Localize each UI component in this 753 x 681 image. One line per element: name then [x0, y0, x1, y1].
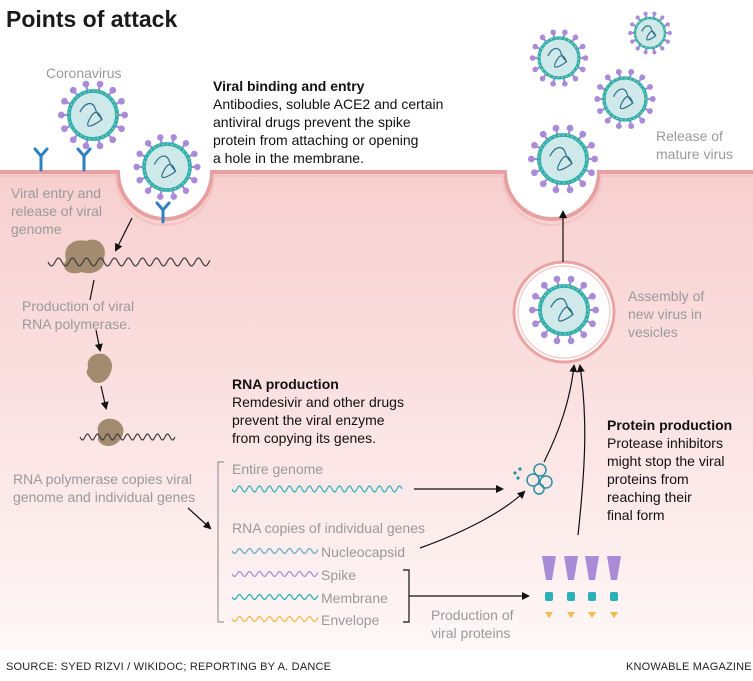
rna-strand: [47, 257, 211, 267]
rna-copies-label: RNA copies of individual genes: [232, 520, 426, 536]
rna-strand: [231, 571, 319, 577]
envelope-protein-icon: [588, 612, 596, 618]
publisher-credit: KNOWABLE MAGAZINE: [626, 661, 752, 673]
arrow: [187, 507, 212, 530]
receptor-icon: [33, 147, 49, 172]
page-title: Points of attack: [6, 6, 178, 32]
callout-protein: Protein production Protease inhibitors m…: [607, 417, 733, 523]
rna-strand: [231, 548, 319, 554]
protein-column: [564, 556, 578, 618]
rna-strand: [79, 433, 176, 441]
virus-icon: [528, 275, 600, 345]
membrane-protein-icon: [610, 592, 618, 601]
cell-membrane-inner: [0, 175, 753, 226]
protein-column: [607, 556, 621, 618]
entire-genome-label: Entire genome: [232, 461, 324, 477]
protein-columns: [542, 556, 621, 618]
arrow: [89, 279, 95, 301]
rna-waves: [47, 257, 403, 622]
membrane-protein-icon: [588, 592, 596, 601]
receptor-icon: [76, 147, 92, 172]
protein-column: [585, 556, 599, 618]
envelope-protein-icon: [610, 612, 618, 618]
production-proteins-label: Production of viral proteins: [431, 607, 514, 641]
arrow: [576, 364, 586, 536]
virus-icon: [628, 11, 672, 55]
callout-heading: RNA production: [232, 376, 339, 392]
spike-protein-icon: [607, 556, 621, 580]
spike-label: Spike: [321, 567, 357, 583]
virus-icon: [133, 134, 201, 200]
envelope-protein-icon: [567, 612, 575, 618]
arrow: [94, 329, 103, 352]
ace2-receptors: [33, 147, 171, 224]
spike-protein-icon: [564, 556, 578, 580]
polymerase-icon: [86, 353, 112, 383]
membrane-protein-icon: [545, 592, 553, 601]
vesicle-inner: [517, 265, 611, 359]
release-label: Release of mature virus: [656, 128, 734, 162]
coronavirus-label: Coronavirus: [46, 65, 122, 81]
callout-rna: RNA production Remdesivir and other drug…: [232, 376, 404, 446]
arrow: [419, 490, 526, 549]
protein-column: [542, 556, 556, 618]
virus-icon: [57, 80, 129, 150]
envelope-protein-icon: [545, 612, 553, 618]
spike-protein-icon: [542, 556, 556, 580]
rna-strand: [231, 485, 403, 493]
nucleocapsid-dots: [513, 467, 522, 480]
nucleocapsid-coil: [526, 463, 553, 495]
viral-entry-label: Viral entry and release of viral genome: [11, 185, 103, 237]
genome-bracket: [217, 461, 224, 623]
membrane-protein-icon: [567, 592, 575, 601]
virus-icon: [594, 69, 656, 129]
virus-icon: [529, 29, 589, 87]
polymerase-icon: [64, 239, 105, 274]
virus-group: [57, 11, 672, 345]
cell-membrane: [0, 170, 753, 221]
envelope-label: Envelope: [321, 612, 380, 628]
assembly-label: Assembly of new virus in vesicles: [628, 288, 705, 340]
nucleocapsid-label: Nucleocapsid: [321, 544, 406, 560]
rna-strand: [231, 594, 319, 600]
arrow: [543, 364, 578, 463]
callout-heading: Protein production: [607, 417, 733, 433]
arrow: [115, 217, 133, 252]
spike-protein-icon: [585, 556, 599, 580]
production-polymerase-label: Production of viral RNA polymerase.: [22, 298, 135, 332]
arrow: [100, 385, 109, 410]
rna-strand: [231, 616, 319, 622]
flow-arrows: [89, 210, 586, 600]
source-credit: SOURCE: SYED RIZVI / WIKIDOC; REPORTING …: [6, 661, 332, 673]
polymerase-copies-label: RNA polymerase copies viral genome and i…: [13, 471, 196, 505]
callout-heading: Viral binding and entry: [213, 78, 365, 94]
membrane-label: Membrane: [321, 590, 388, 606]
receptor-icon: [155, 201, 171, 224]
virus-icon: [527, 124, 599, 194]
callout-binding: Viral binding and entry Antibodies, solu…: [213, 78, 444, 166]
